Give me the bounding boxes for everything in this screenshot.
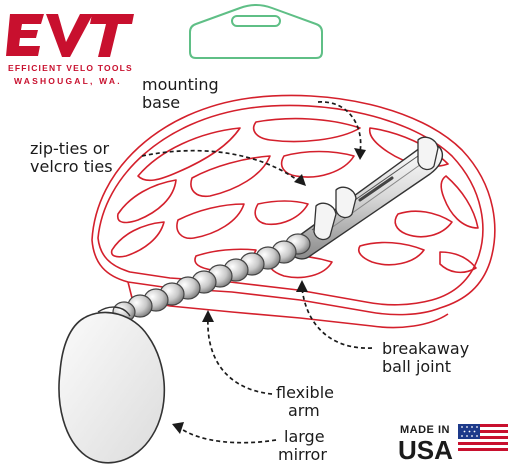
callout-ball-joint-line1: breakaway — [382, 339, 470, 358]
made-in-label: MADE IN — [400, 424, 450, 436]
callout-mounting-base-line1: mounting — [142, 75, 219, 94]
callout-large-mirror-line1: large — [284, 427, 325, 446]
flexible-arm — [112, 233, 311, 323]
callout-mounting-base-line2: base — [142, 93, 181, 112]
arrowheads — [172, 148, 366, 434]
callout-large-mirror-line2: mirror — [278, 445, 327, 464]
callout-zip-ties-line2: velcro ties — [30, 157, 113, 176]
hang-tab-slot — [231, 15, 281, 27]
made-in-country: USA — [398, 435, 453, 465]
brand-location: WASHOUGAL, WA. — [14, 76, 122, 86]
callout-flexible-arm-line2: arm — [288, 401, 320, 420]
zip-ties — [313, 136, 439, 241]
callout-flexible-arm-line1: flexible — [276, 383, 334, 402]
mirror — [58, 306, 166, 464]
usa-flag-icon — [458, 424, 508, 454]
callout-arrows — [141, 101, 373, 444]
hang-tab-outline — [189, 4, 323, 59]
brand-name: EFFICIENT VELO TOOLS — [8, 63, 133, 73]
callout-ball-joint-line2: ball joint — [382, 357, 452, 376]
callout-zip-ties-line1: zip-ties or — [30, 139, 110, 158]
evt-logo — [6, 14, 134, 57]
